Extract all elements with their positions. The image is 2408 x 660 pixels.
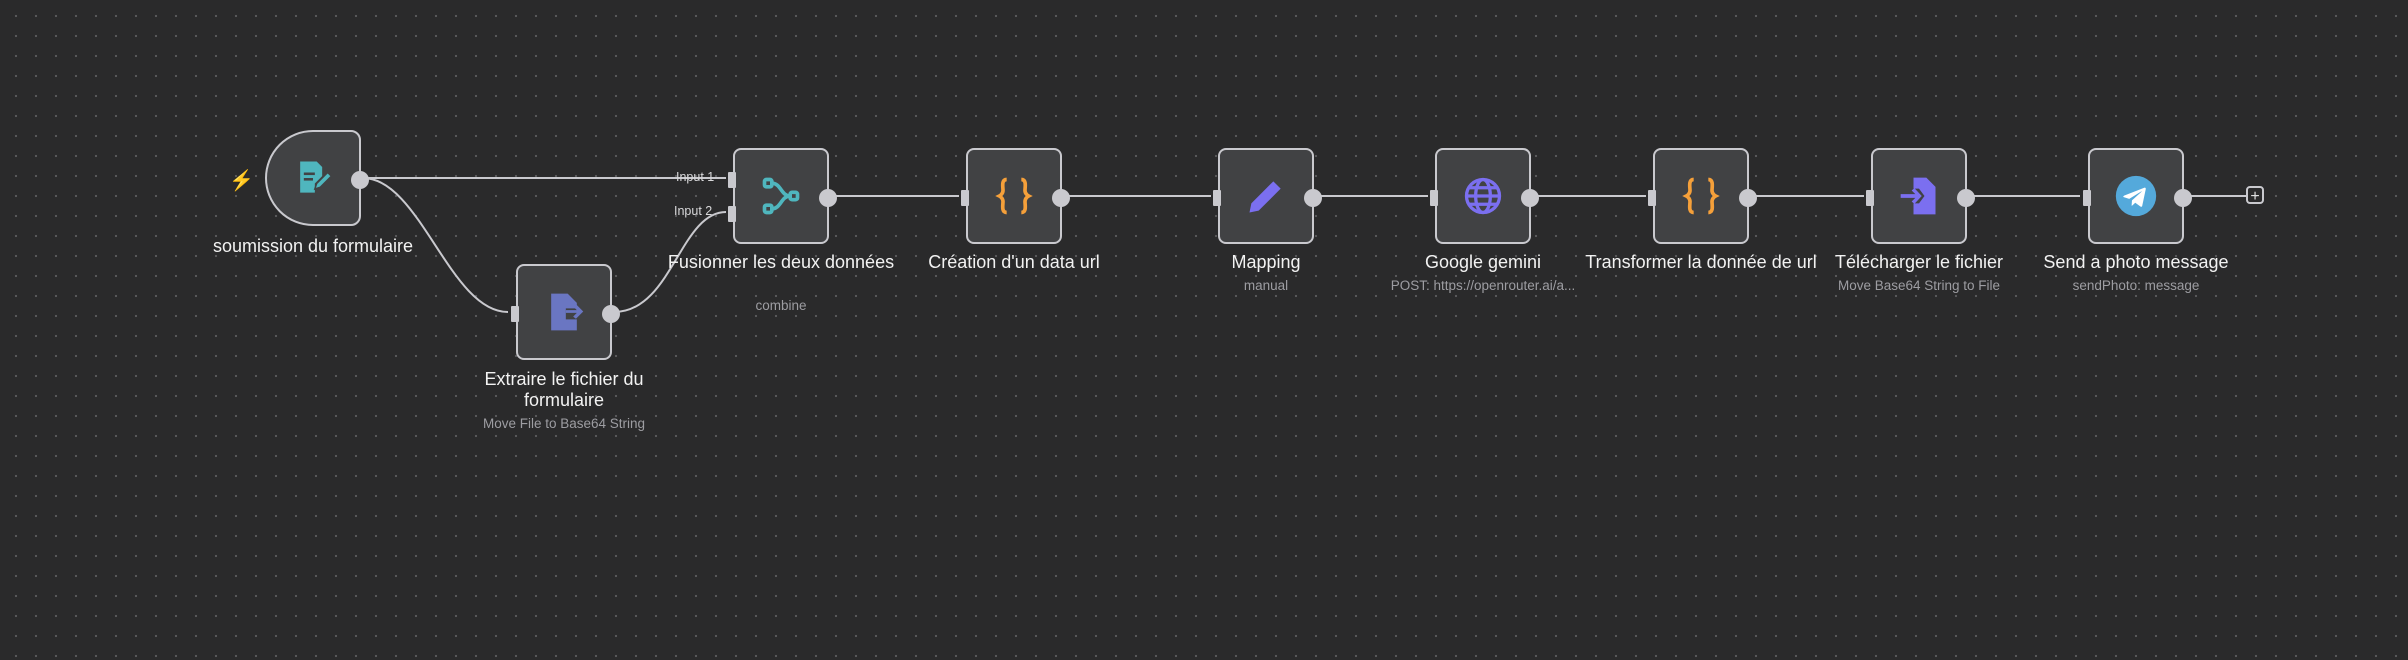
node-label: Extraire le fichier du formulaire xyxy=(484,369,644,410)
node-create-data-url[interactable] xyxy=(961,148,1070,244)
edge-trigger-extract xyxy=(362,177,509,313)
add-node-button[interactable]: + xyxy=(2246,186,2264,205)
node-form-trigger[interactable] xyxy=(265,130,369,226)
node-subtitle: combine xyxy=(755,298,807,313)
node-download-file[interactable] xyxy=(1866,148,1975,244)
input-1-handle[interactable] xyxy=(728,172,736,188)
node-label: Google gemini xyxy=(1424,252,1542,272)
node-subtitle: POST: https://openrouter.ai/a... xyxy=(1390,278,1576,293)
output-handle[interactable] xyxy=(2174,189,2192,207)
file-import-icon xyxy=(1900,177,1936,215)
node-label: Fusionner les deux données xyxy=(667,252,895,272)
node-transform-url[interactable] xyxy=(1648,148,1757,244)
node-extract-file[interactable] xyxy=(511,264,620,360)
node-label: Mapping xyxy=(1231,252,1301,272)
node-google-gemini[interactable] xyxy=(1430,148,1539,244)
input-handle[interactable] xyxy=(511,306,519,322)
node-subtitle: Move File to Base64 String xyxy=(482,416,646,431)
node-label: Send a photo message xyxy=(2043,252,2229,272)
file-export-icon xyxy=(551,293,584,331)
input-1-label: Input 1 xyxy=(676,170,715,184)
merge-icon xyxy=(762,177,800,215)
node-subtitle: sendPhoto: message xyxy=(2072,278,2200,293)
node-label: Télécharger le fichier xyxy=(1834,252,2004,272)
code-braces-icon xyxy=(995,177,1033,215)
output-handle[interactable] xyxy=(1739,189,1757,207)
output-handle[interactable] xyxy=(1521,189,1539,207)
output-handle[interactable] xyxy=(1304,189,1322,207)
node-telegram-send-photo[interactable] xyxy=(2083,148,2192,244)
node-label: Transformer la donnée de url xyxy=(1585,252,1817,272)
output-handle[interactable] xyxy=(1957,189,1975,207)
telegram-icon xyxy=(2115,175,2157,217)
input-2-label: Input 2 xyxy=(674,204,713,218)
code-braces-icon xyxy=(1682,177,1720,215)
input-2-handle[interactable] xyxy=(728,206,736,222)
globe-icon xyxy=(1464,177,1502,215)
node-merge[interactable] xyxy=(728,148,837,244)
input-handle[interactable] xyxy=(1866,190,1874,206)
node-label: Création d'un data url xyxy=(928,252,1100,272)
node-label: soumission du formulaire xyxy=(212,236,414,256)
node-mapping[interactable] xyxy=(1213,148,1322,244)
input-handle[interactable] xyxy=(961,190,969,206)
output-handle[interactable] xyxy=(1052,189,1070,207)
form-icon xyxy=(300,161,333,193)
input-handle[interactable] xyxy=(1213,190,1221,206)
node-subtitle: Move Base64 String to File xyxy=(1837,278,2001,293)
pencil-icon xyxy=(1249,181,1281,213)
output-handle[interactable] xyxy=(819,189,837,207)
input-handle[interactable] xyxy=(2083,190,2091,206)
trigger-bolt-icon: ⚡ xyxy=(229,170,254,192)
edge-extract-merge2 xyxy=(613,211,727,313)
output-handle[interactable] xyxy=(602,305,620,323)
node-subtitle: manual xyxy=(1243,278,1289,293)
input-handle[interactable] xyxy=(1430,190,1438,206)
input-handle[interactable] xyxy=(1648,190,1656,206)
output-handle[interactable] xyxy=(351,171,369,189)
